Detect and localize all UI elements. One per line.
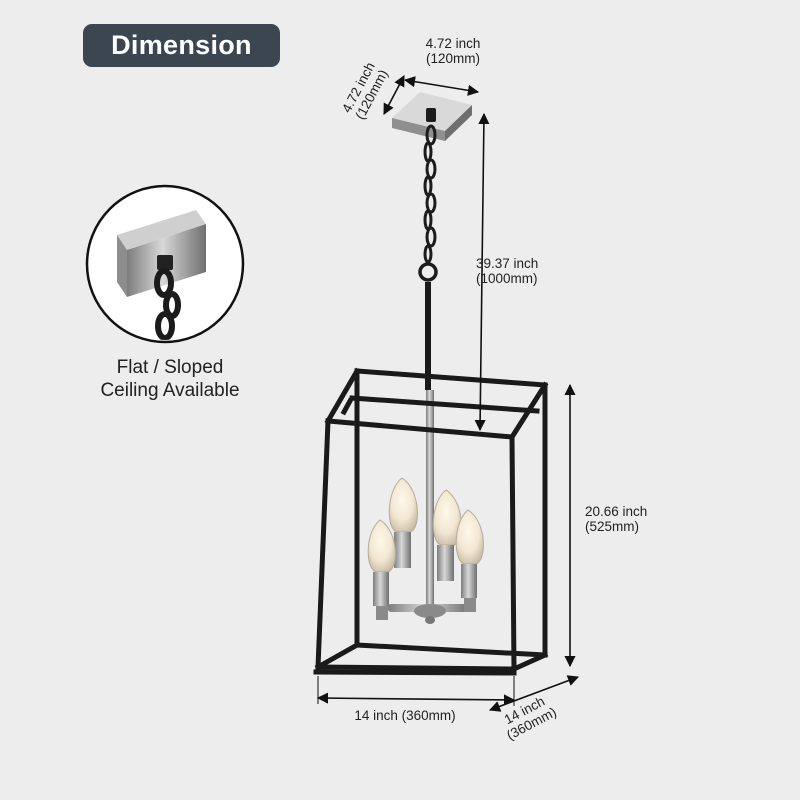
bulb-back-right: [432, 489, 462, 581]
ceiling-canopy: [392, 92, 472, 141]
canopy-width-imperial: 4.72 inch: [425, 36, 481, 51]
ceiling-detail-inset: [85, 184, 245, 344]
lantern-cage-front: [313, 367, 549, 676]
canopy-depth-arrow: [383, 75, 405, 115]
dimension-title: Dimension: [111, 30, 252, 60]
dimension-lines: [316, 75, 580, 712]
canopy-width-label: 4.72 inch (120mm): [408, 36, 498, 66]
candle-light-cluster: [367, 390, 484, 624]
downrod: [425, 282, 431, 390]
chain-length-label: 39.37 inch (1000mm): [476, 256, 576, 286]
canopy-width-arrow: [403, 76, 480, 96]
canopy-width-metric: (120mm): [425, 51, 480, 66]
cage-width-text: 14 inch (360mm): [354, 708, 456, 723]
cage-width-arrow: [316, 692, 516, 706]
caption-line-2: Ceiling Available: [100, 380, 240, 401]
bulb-front-right: [455, 509, 484, 612]
cage-height-imperial: 20.66 inch: [585, 504, 648, 519]
chain-length-arrow: [474, 112, 490, 432]
caption-line-1: Flat / Sloped: [116, 357, 224, 378]
chain-length-metric: (1000mm): [476, 271, 538, 286]
bulb-back-left: [388, 477, 418, 568]
cage-width-label: 14 inch (360mm): [330, 708, 480, 723]
cage-depth-arrow: [488, 675, 580, 712]
bulb-front-left: [367, 519, 396, 620]
cage-height-metric: (525mm): [585, 519, 640, 534]
hanging-chain: [418, 124, 438, 282]
cage-height-label: 20.66 inch (525mm): [585, 504, 685, 534]
dimension-title-badge: Dimension: [83, 24, 280, 67]
chain-length-imperial: 39.37 inch: [476, 256, 539, 271]
ceiling-compatibility-caption: Flat / Sloped Ceiling Available: [60, 356, 280, 402]
